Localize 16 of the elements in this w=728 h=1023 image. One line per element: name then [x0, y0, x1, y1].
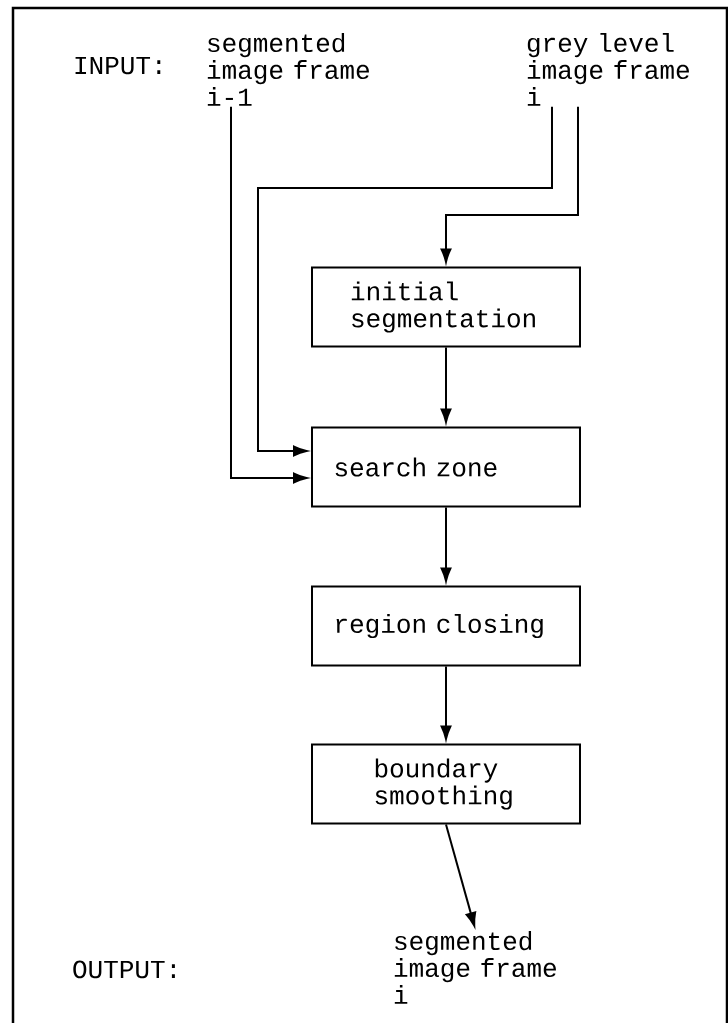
- input-text: segmented image frame i-1: [207, 33, 369, 106]
- heading-label: INPUT:: [75, 56, 161, 75]
- heading-label: OUTPUT:: [73, 960, 175, 979]
- process-box: initial segmentation: [311, 266, 581, 348]
- process-box: region closing: [311, 585, 581, 667]
- process-box: search zone: [311, 426, 581, 508]
- arrow: [230, 105, 308, 484]
- input-text: grey level image frame i: [527, 33, 689, 106]
- arrow: [445, 823, 477, 927]
- arrow: [440, 105, 579, 263]
- arrow: [257, 105, 553, 457]
- arrow: [440, 346, 452, 423]
- output-text: segmented image frame i: [394, 931, 556, 1004]
- arrow: [440, 506, 452, 582]
- arrow: [440, 665, 452, 740]
- process-box: boundary smoothing: [311, 743, 581, 825]
